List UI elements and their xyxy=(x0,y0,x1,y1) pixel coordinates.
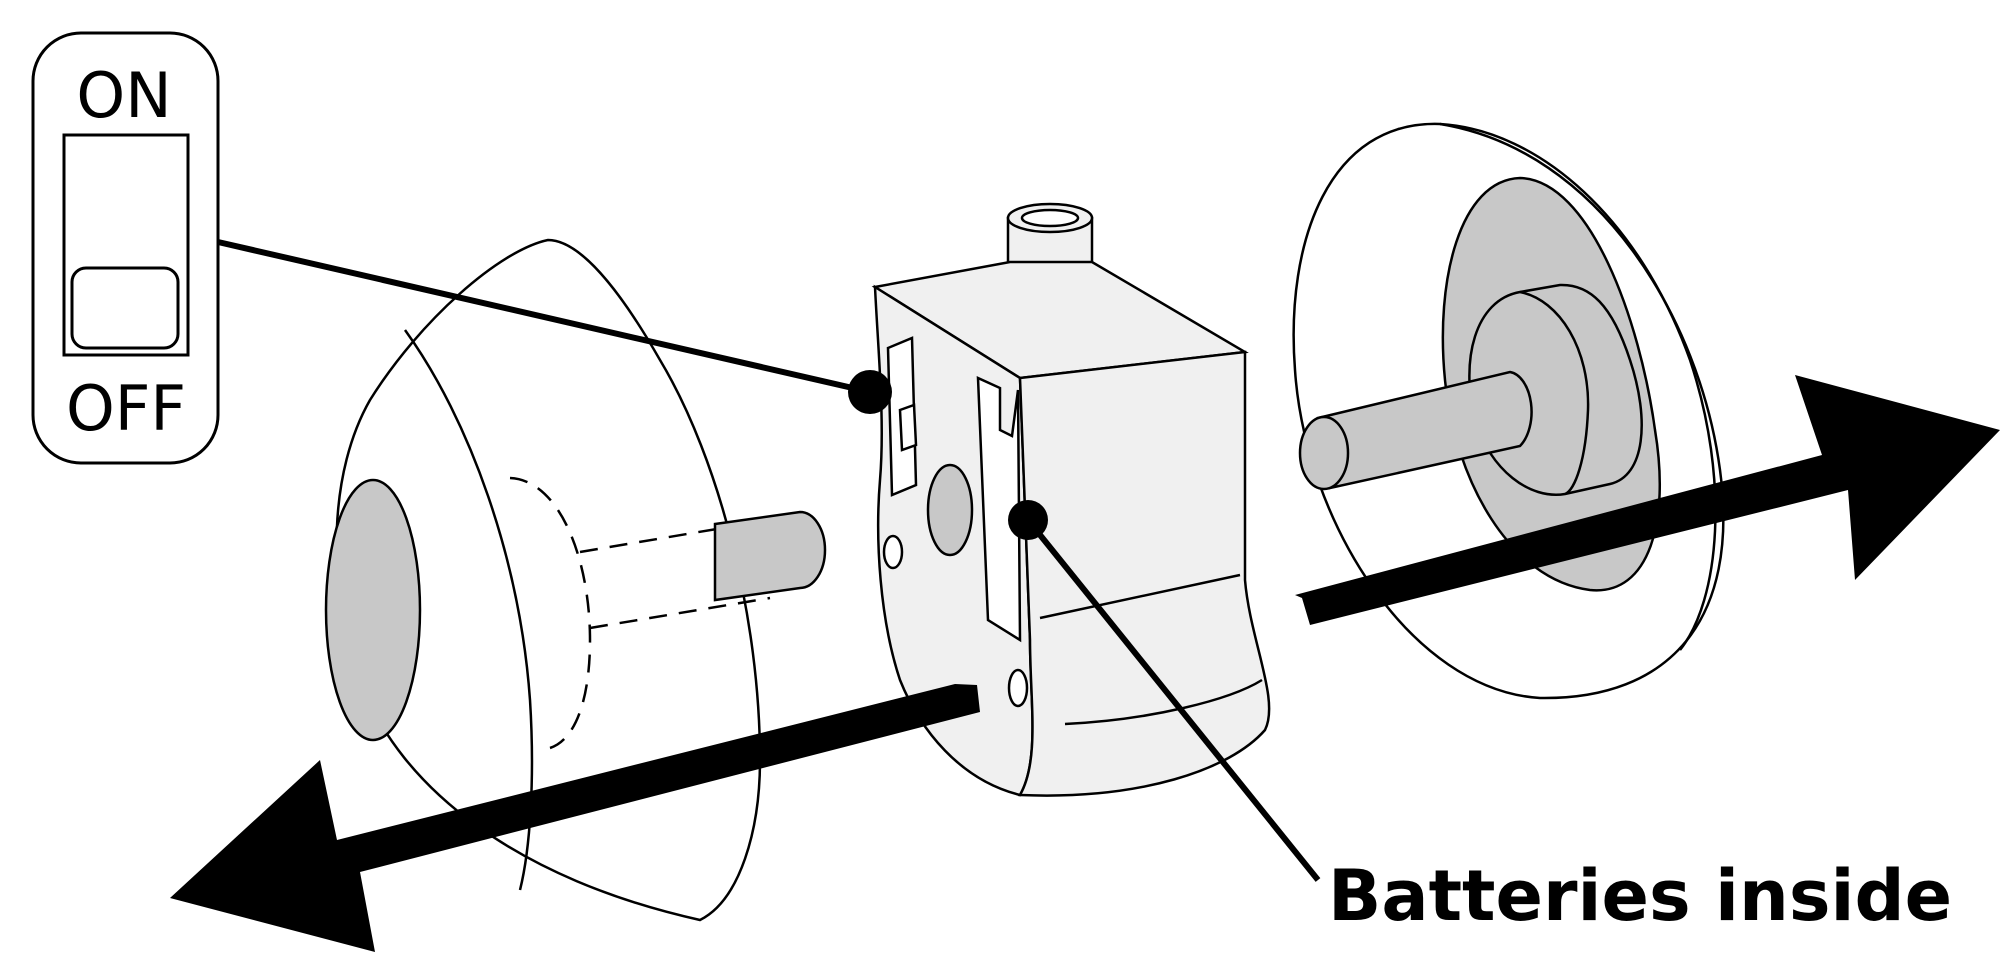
switch-toggle xyxy=(70,266,180,350)
left-cap-opening xyxy=(324,478,422,742)
left-cap-hidden-socket xyxy=(509,476,592,750)
leader-lines xyxy=(217,239,1321,882)
left-cap-pin xyxy=(713,510,827,602)
center-battery-body xyxy=(871,202,1271,797)
left-end-cap xyxy=(324,238,827,922)
body-side-screw-upper xyxy=(882,534,904,570)
arrow-left xyxy=(170,684,980,952)
body-front-groove xyxy=(1039,573,1241,620)
battery-leader-dot xyxy=(1008,500,1048,540)
battery-leader-line xyxy=(1025,518,1321,882)
switch-leader-line xyxy=(217,239,871,395)
body-battery-door xyxy=(976,376,1022,643)
switch-off-label: OFF xyxy=(66,372,186,445)
right-end-cap xyxy=(1292,122,1725,700)
body-side-port xyxy=(926,463,974,557)
left-cap-dome xyxy=(335,238,762,922)
right-cap-boss-edge xyxy=(1519,290,1590,496)
body-front-face xyxy=(1017,350,1271,797)
switch-leader-dot xyxy=(848,370,892,414)
right-cap-shaft xyxy=(1316,370,1533,490)
body-bottom-curve xyxy=(1064,678,1263,726)
batteries-inside-label: Batteries inside xyxy=(1328,855,1952,937)
body-top-post-hole xyxy=(1020,208,1080,228)
left-cap-seam xyxy=(403,329,534,891)
right-cap-shaft-end xyxy=(1298,415,1350,491)
body-side-screw-lower xyxy=(1007,668,1029,708)
power-switch-inset: ON OFF xyxy=(31,31,220,465)
arrow-right xyxy=(1295,375,2000,625)
right-cap-rim xyxy=(1439,122,1717,651)
switch-on-label: ON xyxy=(76,59,171,132)
body-switch-knob xyxy=(898,403,918,452)
explode-arrows xyxy=(170,375,2000,952)
